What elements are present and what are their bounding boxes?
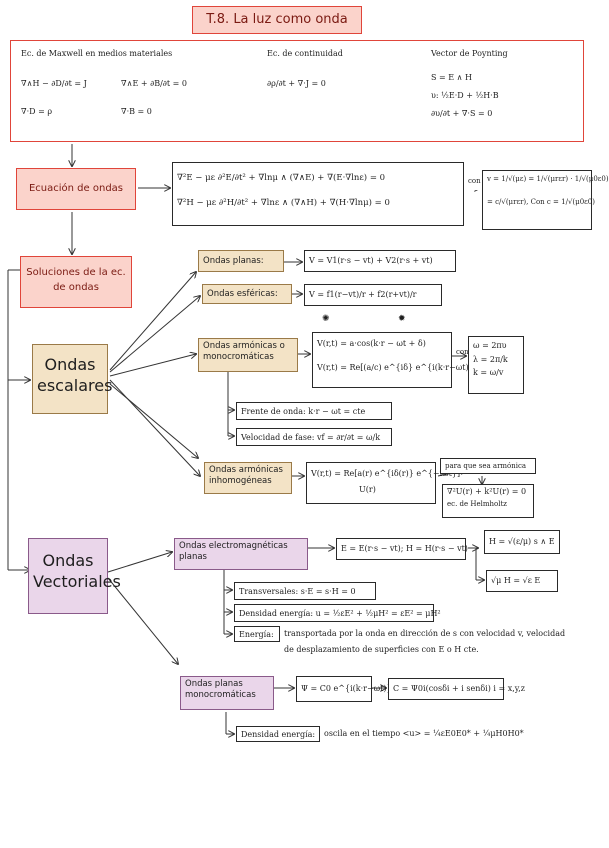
helmholtz-name: ec. de Helmholtz xyxy=(447,500,507,508)
velocity-eq-2: = c/√(μrεr), Con c = 1/√(μ0ε0) xyxy=(487,197,595,206)
wave-eq-h: ∇²H − με ∂²H/∂t² + ∇lnε ∧ (∇∧H) + ∇(H·∇l… xyxy=(177,197,390,208)
scalar-waves-label: Ondas escalares xyxy=(32,344,112,414)
plane-waves-eq: V = V1(r·s − vt) + V2(r·s + vt) xyxy=(304,250,456,272)
mono-energy-density-text: oscila en el tiempo <u> = ¼εE0E0* + ¼μH0… xyxy=(324,729,524,738)
velocity-box: v = 1/√(με) = 1/√(μrεr) · 1/√(μ0ε0) = c/… xyxy=(482,170,609,230)
energy-text-line-1: transportada por la onda en dirección de… xyxy=(284,629,566,638)
relation-k: k = ω/v xyxy=(473,368,504,378)
relation-omega: ω = 2πυ xyxy=(473,341,507,350)
solutions-label: Soluciones de la ec. de ondas xyxy=(20,256,132,308)
maxwell-heading: Ec. de Maxwell en medios materiales xyxy=(21,49,173,58)
energy-density-eq: u = ½εE² + ½μH² = εE² = μH² xyxy=(315,609,441,618)
poynting-eq-3: ∂υ/∂t + ∇·S = 0 xyxy=(431,109,493,118)
mono-energy-density-label: Densidad energía: xyxy=(236,726,320,742)
em-relation-box: H = √(ε/μ) s ∧ E xyxy=(484,530,560,554)
harmonic-con-tag: con xyxy=(456,348,469,356)
incoming-wave-icon: ✹ xyxy=(398,314,406,324)
harmonic-relations-box: ω = 2πυ λ = 2π/k k = ω/v xyxy=(468,336,524,394)
transversal-eq: s·E = s·H = 0 xyxy=(300,587,356,596)
helmholtz-box: ∇²U(r) + k²U(r) = 0 ec. de Helmholtz xyxy=(442,484,534,518)
wave-equation-box: ∇²E − με ∂²E/∂t² + ∇lnμ ∧ (∇∧E) + ∇(E·∇l… xyxy=(172,162,464,226)
inhomogeneous-eq: V(r,t) = Re[a(r) e^{iδ(r)} e^{−iωt}] U(r… xyxy=(306,462,461,504)
transversal-box: Transversales: s·E = s·H = 0 xyxy=(234,582,376,600)
spherical-waves-eq: V = f1(r−vt)/r + f2(r+vt)/r xyxy=(304,284,442,306)
poynting-heading: Vector de Poynting xyxy=(431,49,508,58)
maxwell-eq-4: ∇·B = 0 xyxy=(121,107,152,116)
energy-density-label: Densidad energía: xyxy=(239,609,314,618)
plane-waves-label: Ondas planas: xyxy=(198,250,284,272)
phase-velocity-box: Velocidad de fase: vf = ∂r/∂t = ω/k xyxy=(236,428,392,446)
con-tag: con xyxy=(466,176,486,190)
wave-equation-label: Ecuación de ondas xyxy=(16,168,136,210)
maxwell-eq-2: ∇∧E + ∂B/∂t = 0 xyxy=(121,79,188,88)
velocity-eq-1: v = 1/√(με) = 1/√(μrεr) · 1/√(μ0ε0) xyxy=(487,175,609,183)
em-plane-waves-label: Ondas electromagnéticas planas xyxy=(174,538,308,570)
monochromatic-eq: Ψ = C0 e^{i(k·r−ωt)} xyxy=(296,676,392,702)
spherical-waves-label: Ondas esféricas: xyxy=(202,284,292,304)
wave-eq-e: ∇²E − με ∂²E/∂t² + ∇lnμ ∧ (∇∧E) + ∇(E·∇l… xyxy=(177,173,386,183)
harmonic-waves-eq: V(r,t) = a·cos(k·r − ωt + δ) V(r,t) = Re… xyxy=(312,332,477,388)
relation-lambda: λ = 2π/k xyxy=(473,354,508,364)
continuity-heading: Ec. de continuidad xyxy=(267,49,343,58)
energy-label: Energía: xyxy=(234,626,280,642)
inhom-eq-main: V(r,t) = Re[a(r) e^{iδ(r)} e^{−iωt}] xyxy=(311,469,461,478)
maxwell-eq-1: ∇∧H − ∂D/∂t = J xyxy=(21,79,87,88)
energy-density-box: Densidad energía: u = ½εE² + ½μH² = εE² … xyxy=(234,604,441,622)
outgoing-wave-icon: ✺ xyxy=(322,314,330,324)
harmonic-eq-cos: V(r,t) = a·cos(k·r − ωt + δ) xyxy=(317,339,426,348)
continuity-eq: ∂ρ/∂t + ∇·J = 0 xyxy=(267,79,326,88)
em-relation-box-2: √μ H = √ε E xyxy=(486,570,558,592)
maxwell-eq-3: ∇·D = ρ xyxy=(21,107,53,116)
transversal-label: Transversales: xyxy=(239,587,299,596)
inhomogeneous-label: Ondas armónicas inhomogéneas xyxy=(204,462,292,494)
poynting-eq-1: S = E ∧ H xyxy=(431,73,473,82)
wavefront-box: Frente de onda: k·r − ωt = cte xyxy=(236,402,392,420)
inhom-eq-sub: U(r) xyxy=(359,485,376,494)
harmonic-eq-exp: V(r,t) = Re[(a/c) e^{iδ} e^{i(k·r−ωt)}] xyxy=(317,363,477,372)
monochromatic-coef: C = Ψ0i(cosδi + i senδi) i = x,y,z xyxy=(388,678,525,700)
harmonic-waves-label: Ondas armónicas o monocromáticas xyxy=(198,338,298,372)
harmonic-condition-box: para que sea armónica xyxy=(440,458,536,474)
poynting-eq-2: υ: ½E·D + ½H·B xyxy=(431,91,499,100)
maxwell-box: Ec. de Maxwell en medios materiales Ec. … xyxy=(10,40,584,142)
vector-waves-label: Ondas Vectoriales xyxy=(28,538,121,614)
helmholtz-eq: ∇²U(r) + k²U(r) = 0 xyxy=(447,487,527,496)
page-title: T.8. La luz como onda xyxy=(192,6,362,34)
energy-text-line-2: de desplazamiento de superficies con E o… xyxy=(284,645,479,654)
monochromatic-label: Ondas planas monocromáticas xyxy=(180,676,274,710)
em-plane-waves-eq: E = E(r·s − vt); H = H(r·s − vt) xyxy=(336,538,468,560)
